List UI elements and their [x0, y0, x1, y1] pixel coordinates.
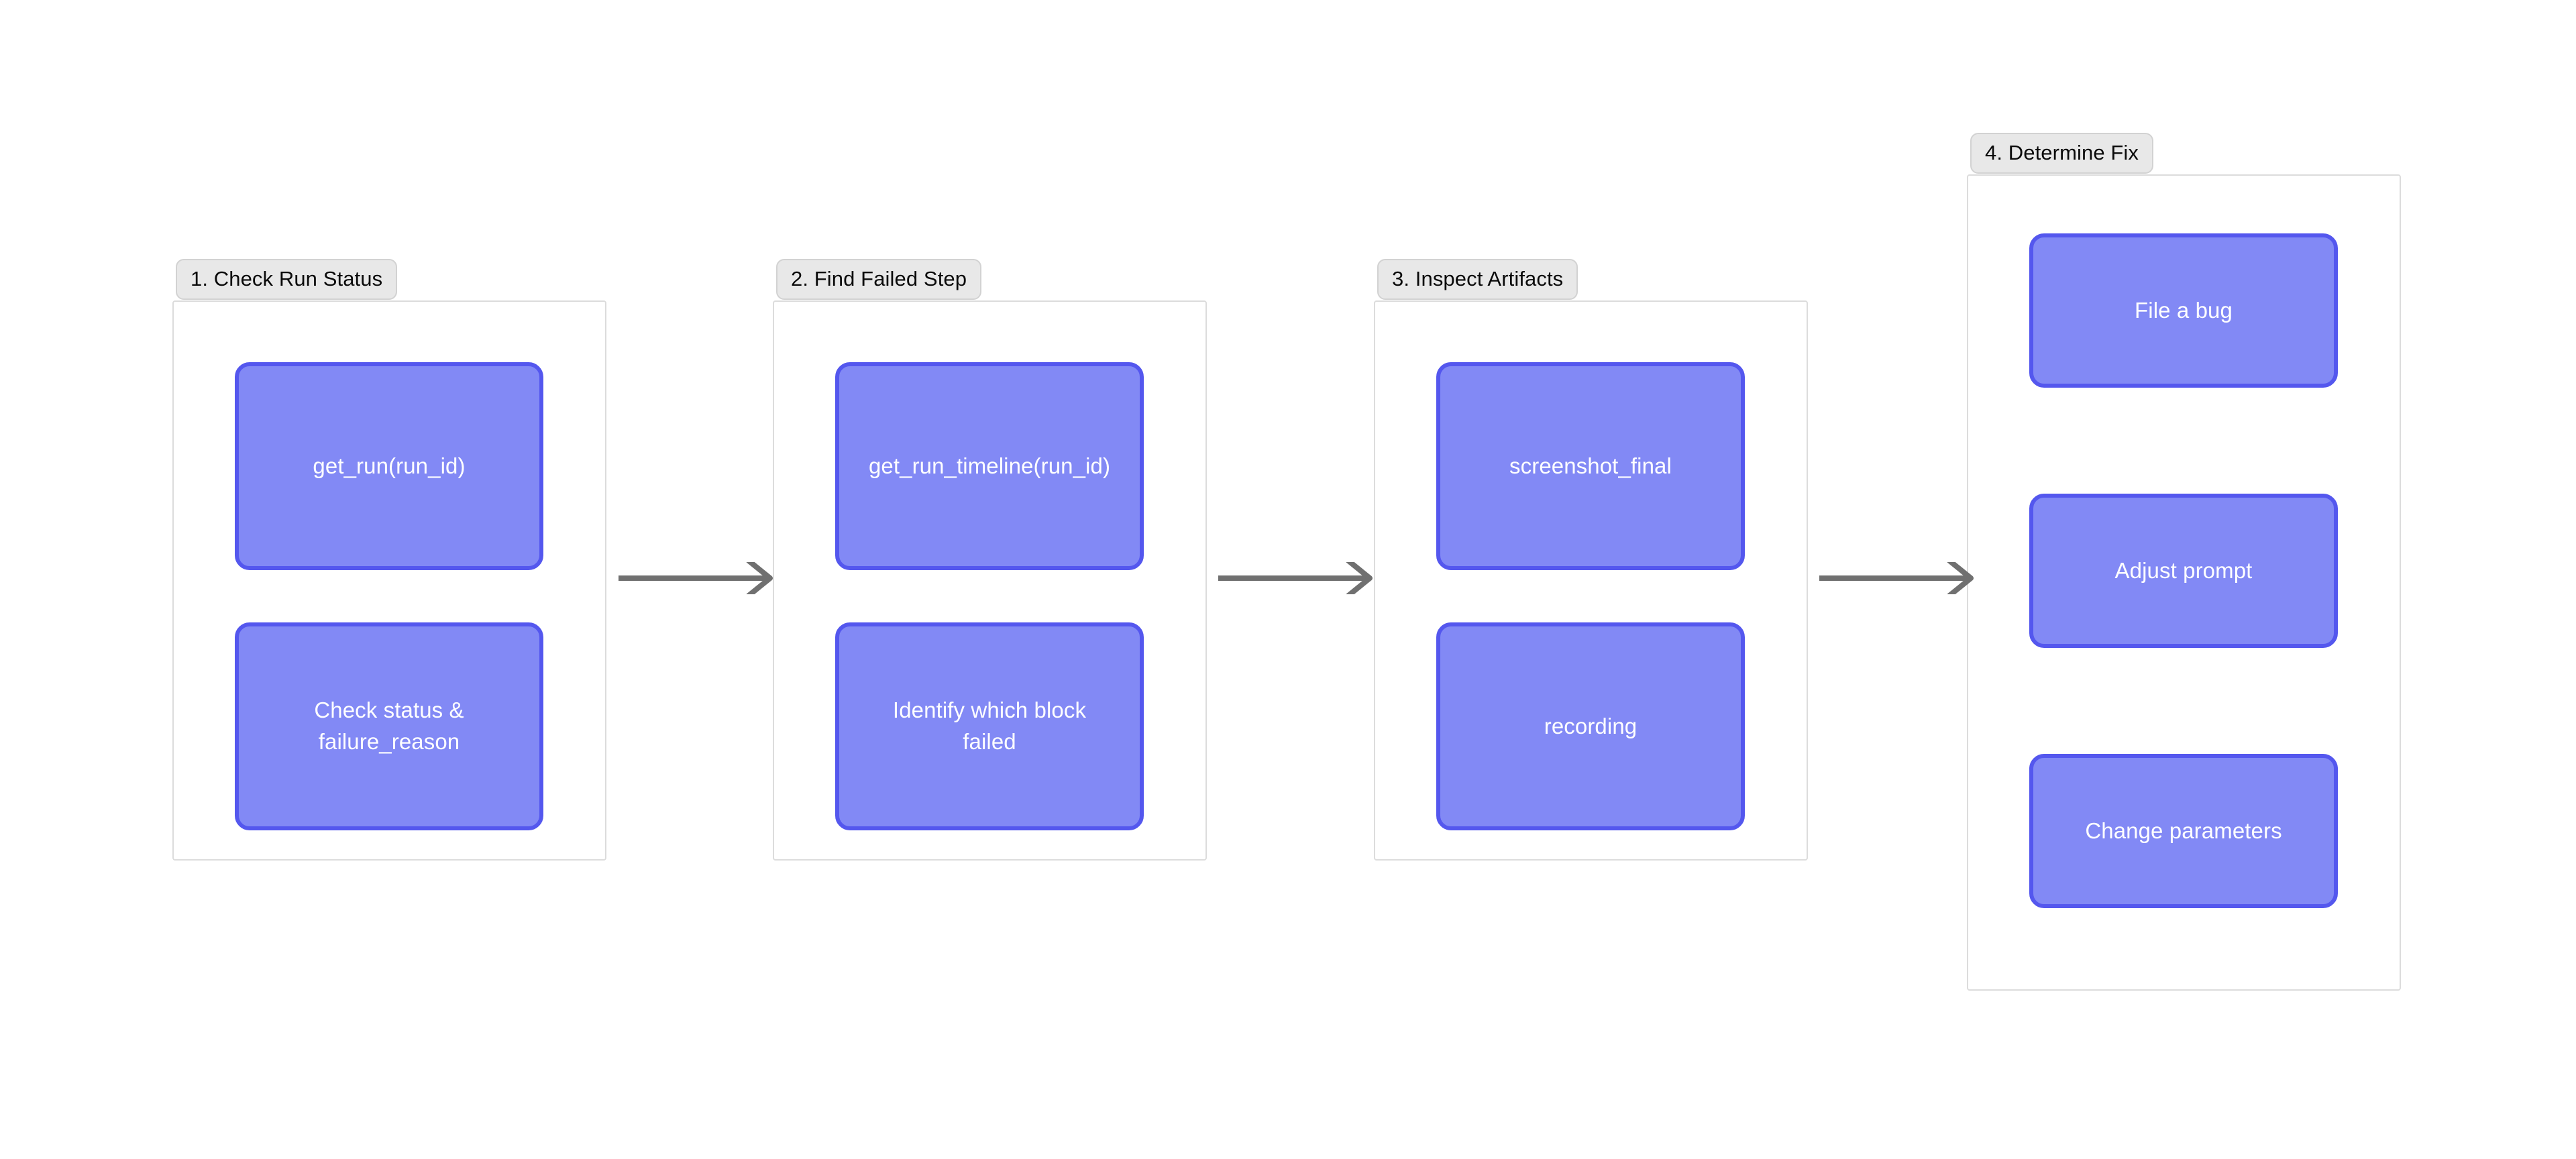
node-adjust-prompt[interactable]: Adjust prompt — [2029, 494, 2338, 648]
node-label: File a bug — [2135, 297, 2233, 323]
node-identify-block[interactable]: Identify which block failed — [835, 622, 1144, 830]
node-recording[interactable]: recording — [1436, 622, 1745, 830]
step-label-pill: 2. Find Failed Step — [776, 259, 982, 300]
node-screenshot-final[interactable]: screenshot_final — [1436, 362, 1745, 570]
node-label: Adjust prompt — [2114, 557, 2253, 583]
node-file-a-bug[interactable]: File a bug — [2029, 233, 2338, 388]
node-label: get_run(run_id) — [313, 453, 466, 478]
arrow-step1-step2 — [617, 562, 773, 594]
step-label-pill: 1. Check Run Status — [176, 259, 398, 300]
node-check-status[interactable]: Check status & failure_reason — [235, 622, 543, 830]
arrow-step2-step3 — [1217, 562, 1373, 594]
node-label: Identify which block failed — [892, 698, 1087, 754]
step-label-pill: 4. Determine Fix — [1970, 133, 2153, 174]
arrow-step3-step4 — [1818, 562, 1974, 594]
node-label: get_run_timeline(run_id) — [868, 453, 1111, 478]
node-get-run[interactable]: get_run(run_id) — [235, 362, 543, 570]
node-label: screenshot_final — [1509, 453, 1672, 478]
step-label-pill: 3. Inspect Artifacts — [1377, 259, 1578, 300]
node-get-run-timeline[interactable]: get_run_timeline(run_id) — [835, 362, 1144, 570]
step-cluster: 1. Check Run Status get_run(run_id) Check … — [172, 259, 606, 861]
node-label: Change parameters — [2085, 818, 2282, 843]
node-change-parameters[interactable]: Change parameters — [2029, 754, 2338, 908]
node-label: Check status & failure_reason — [314, 698, 464, 754]
step-cluster: 2. Find Failed Step get_run_timeline(run_… — [773, 259, 1207, 861]
node-label: recording — [1544, 713, 1638, 738]
